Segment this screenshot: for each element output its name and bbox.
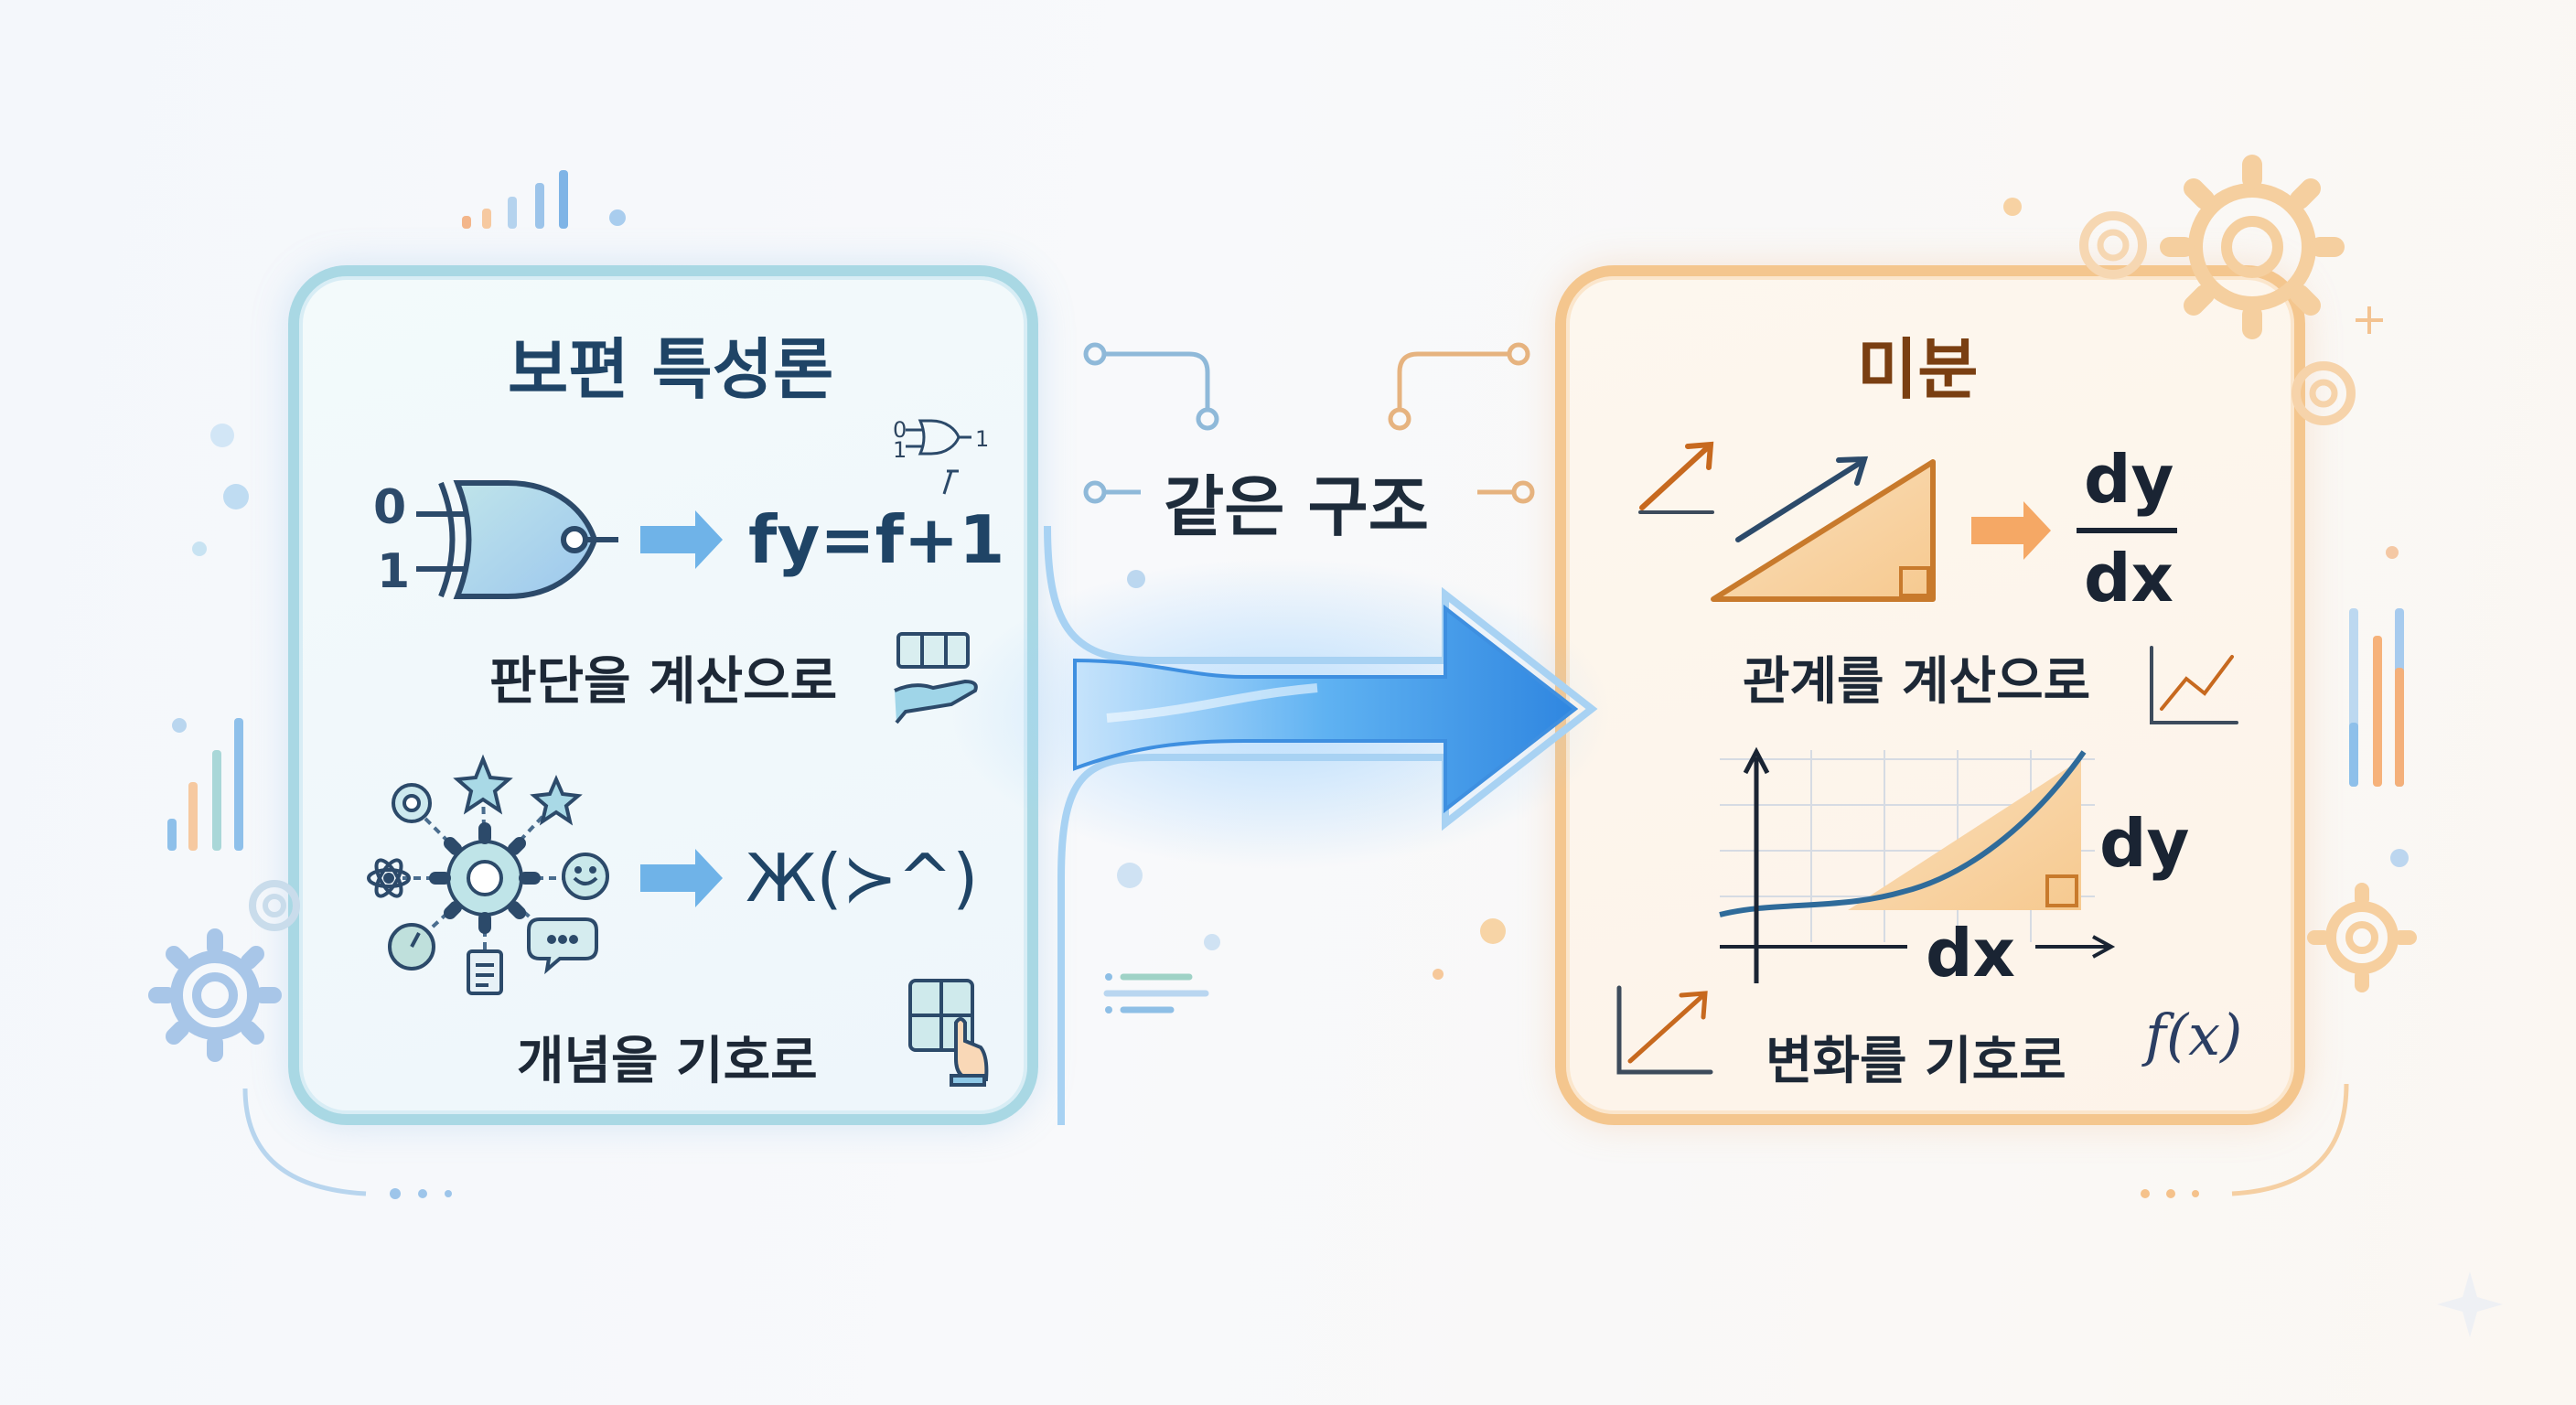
- left-caption-concepts: 개념을 기호로: [517, 1032, 818, 1091]
- dot: [1480, 918, 1506, 944]
- gear-icon: [2292, 361, 2356, 425]
- bar-chart-decoration-left: [167, 424, 249, 851]
- dots-decoration: [390, 1188, 452, 1199]
- hand-calculator-icon: [894, 632, 978, 724]
- connector-curve: [242, 1088, 367, 1196]
- concept-network-icon: [367, 754, 609, 995]
- dots-decoration: [2141, 1189, 2199, 1198]
- gate-input-0: 0: [373, 480, 407, 535]
- trend-arrow-icon: [1616, 985, 1713, 1075]
- dot: [1433, 969, 1444, 980]
- gear-icon: [2160, 155, 2345, 339]
- fraction-denominator: dx: [2084, 540, 2174, 617]
- line-chart-icon: [2150, 646, 2238, 724]
- function-label: f(x): [2145, 1002, 2243, 1068]
- graph-dy-label: dy: [2099, 805, 2190, 882]
- arrow-right-icon: [640, 510, 723, 569]
- arrow-right-icon: [1971, 501, 2051, 560]
- bar-chart-decoration-top: [462, 170, 626, 229]
- dot: [1117, 863, 1143, 888]
- mini-gate-output: 1: [975, 426, 990, 452]
- connector-curve: [2231, 1083, 2349, 1196]
- structure-arrow: [951, 525, 1610, 1125]
- calculator-touch-icon: [908, 979, 989, 1087]
- gear-icon: [2307, 883, 2417, 992]
- left-panel-title: 보편 특성론: [508, 331, 834, 408]
- derivative-graph: [1719, 746, 2116, 983]
- mini-gate-input-0: 0: [893, 417, 907, 443]
- gear-icon: [249, 880, 300, 931]
- right-concept-panel: [1555, 265, 2305, 1125]
- dot: [2386, 546, 2399, 559]
- connector-node: [1388, 342, 1535, 504]
- dot: [2003, 198, 2022, 216]
- right-caption-change: 변화를 기호로: [1766, 1032, 2066, 1091]
- arrow-right-icon: [640, 849, 723, 907]
- mini-logic-gate-icon: [906, 419, 971, 495]
- trend-arrow-icon: [1638, 441, 1714, 514]
- formula-text: fy=f+1: [748, 501, 1005, 578]
- logic-gate-icon: [416, 480, 618, 599]
- right-panel-title: 미분: [1857, 331, 1979, 408]
- dot: [2390, 849, 2409, 867]
- same-structure-label: 같은 구조: [1164, 468, 1430, 545]
- dot: [1204, 934, 1220, 950]
- slope-triangle-icon: [1711, 456, 1936, 602]
- gear-icon: [2079, 211, 2147, 279]
- fraction-numerator: dy: [2084, 441, 2174, 518]
- sparkle-icon: [2356, 306, 2383, 334]
- right-caption-relation: 관계를 계산으로: [1743, 652, 2091, 712]
- mini-gate-input-1: 1: [893, 437, 907, 463]
- bar-chart-decoration-right: [2349, 608, 2404, 787]
- lines-decoration: [1103, 973, 1209, 1014]
- gear-icon: [148, 928, 282, 1062]
- sparkle-icon: [2437, 1271, 2503, 1337]
- symbol-notation: Ж(≻^): [746, 840, 979, 917]
- gate-input-1: 1: [377, 544, 411, 599]
- connector-node: [1083, 342, 1219, 504]
- graph-dx-label: dx: [1926, 915, 2015, 992]
- left-caption-judgement: 판단을 계산으로: [489, 652, 838, 712]
